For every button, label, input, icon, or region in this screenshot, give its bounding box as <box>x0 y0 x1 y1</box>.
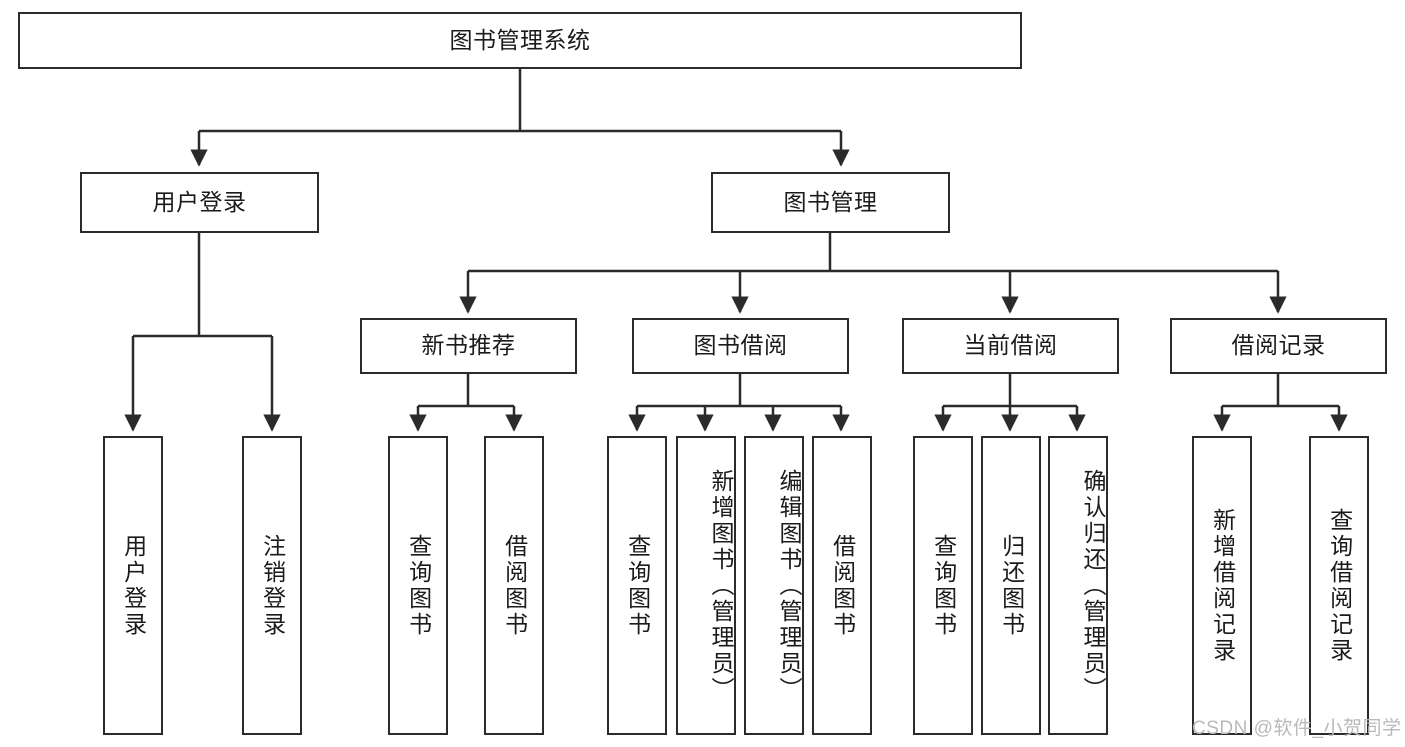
csdn-watermark: CSDN @软件_小贺同学 <box>1192 718 1402 739</box>
node-label: 查询图书 <box>405 533 432 638</box>
node-book-borrow[interactable]: 图书借阅 <box>632 318 849 374</box>
node-label: 用户登录 <box>120 533 147 638</box>
node-label: 归还图书 <box>998 533 1025 638</box>
leaf-return-book[interactable]: 归还图书 <box>981 436 1041 735</box>
leaf-logout[interactable]: 注销登录 <box>242 436 302 735</box>
node-label: 确认归还（管理员） <box>1080 468 1106 703</box>
node-label: 查询图书 <box>930 533 957 638</box>
leaf-query-book-borrow[interactable]: 查询图书 <box>607 436 667 735</box>
node-label: 借阅图书 <box>501 533 528 638</box>
leaf-edit-book-admin[interactable]: 编辑图书（管理员） <box>744 436 804 735</box>
leaf-query-book-current[interactable]: 查询图书 <box>913 436 973 735</box>
node-label: 借阅图书 <box>829 533 856 638</box>
leaf-add-book-admin[interactable]: 新增图书（管理员） <box>676 436 736 735</box>
node-label: 新书推荐 <box>421 332 516 359</box>
node-label: 借阅记录 <box>1231 332 1326 359</box>
node-label: 当前借阅 <box>963 332 1058 359</box>
leaf-borrow-book[interactable]: 借阅图书 <box>812 436 872 735</box>
node-label: 编辑图书（管理员） <box>776 468 802 703</box>
node-label: 新增图书（管理员） <box>708 468 734 703</box>
node-current-borrow[interactable]: 当前借阅 <box>902 318 1119 374</box>
node-label: 查询图书 <box>624 533 651 638</box>
node-label: 新增借阅记录 <box>1209 507 1236 664</box>
node-label: 图书借阅 <box>693 332 788 359</box>
leaf-add-borrow-record[interactable]: 新增借阅记录 <box>1192 436 1252 735</box>
leaf-query-book-recommend[interactable]: 查询图书 <box>388 436 448 735</box>
node-label: 注销登录 <box>259 533 286 638</box>
node-label: 查询借阅记录 <box>1326 507 1353 664</box>
node-label: 图书管理 <box>783 188 878 215</box>
leaf-confirm-return-admin[interactable]: 确认归还（管理员） <box>1048 436 1108 735</box>
leaf-query-borrow-record[interactable]: 查询借阅记录 <box>1309 436 1369 735</box>
node-borrow-record[interactable]: 借阅记录 <box>1170 318 1387 374</box>
node-user-login[interactable]: 用户登录 <box>80 172 319 233</box>
node-root-book-management-system[interactable]: 图书管理系统 <box>18 12 1022 69</box>
node-new-book-recommend[interactable]: 新书推荐 <box>360 318 577 374</box>
leaf-user-login[interactable]: 用户登录 <box>103 436 163 735</box>
node-book-management[interactable]: 图书管理 <box>711 172 950 233</box>
node-label: 图书管理系统 <box>449 26 591 53</box>
node-label: 用户登录 <box>152 188 247 215</box>
leaf-borrow-book-recommend[interactable]: 借阅图书 <box>484 436 544 735</box>
